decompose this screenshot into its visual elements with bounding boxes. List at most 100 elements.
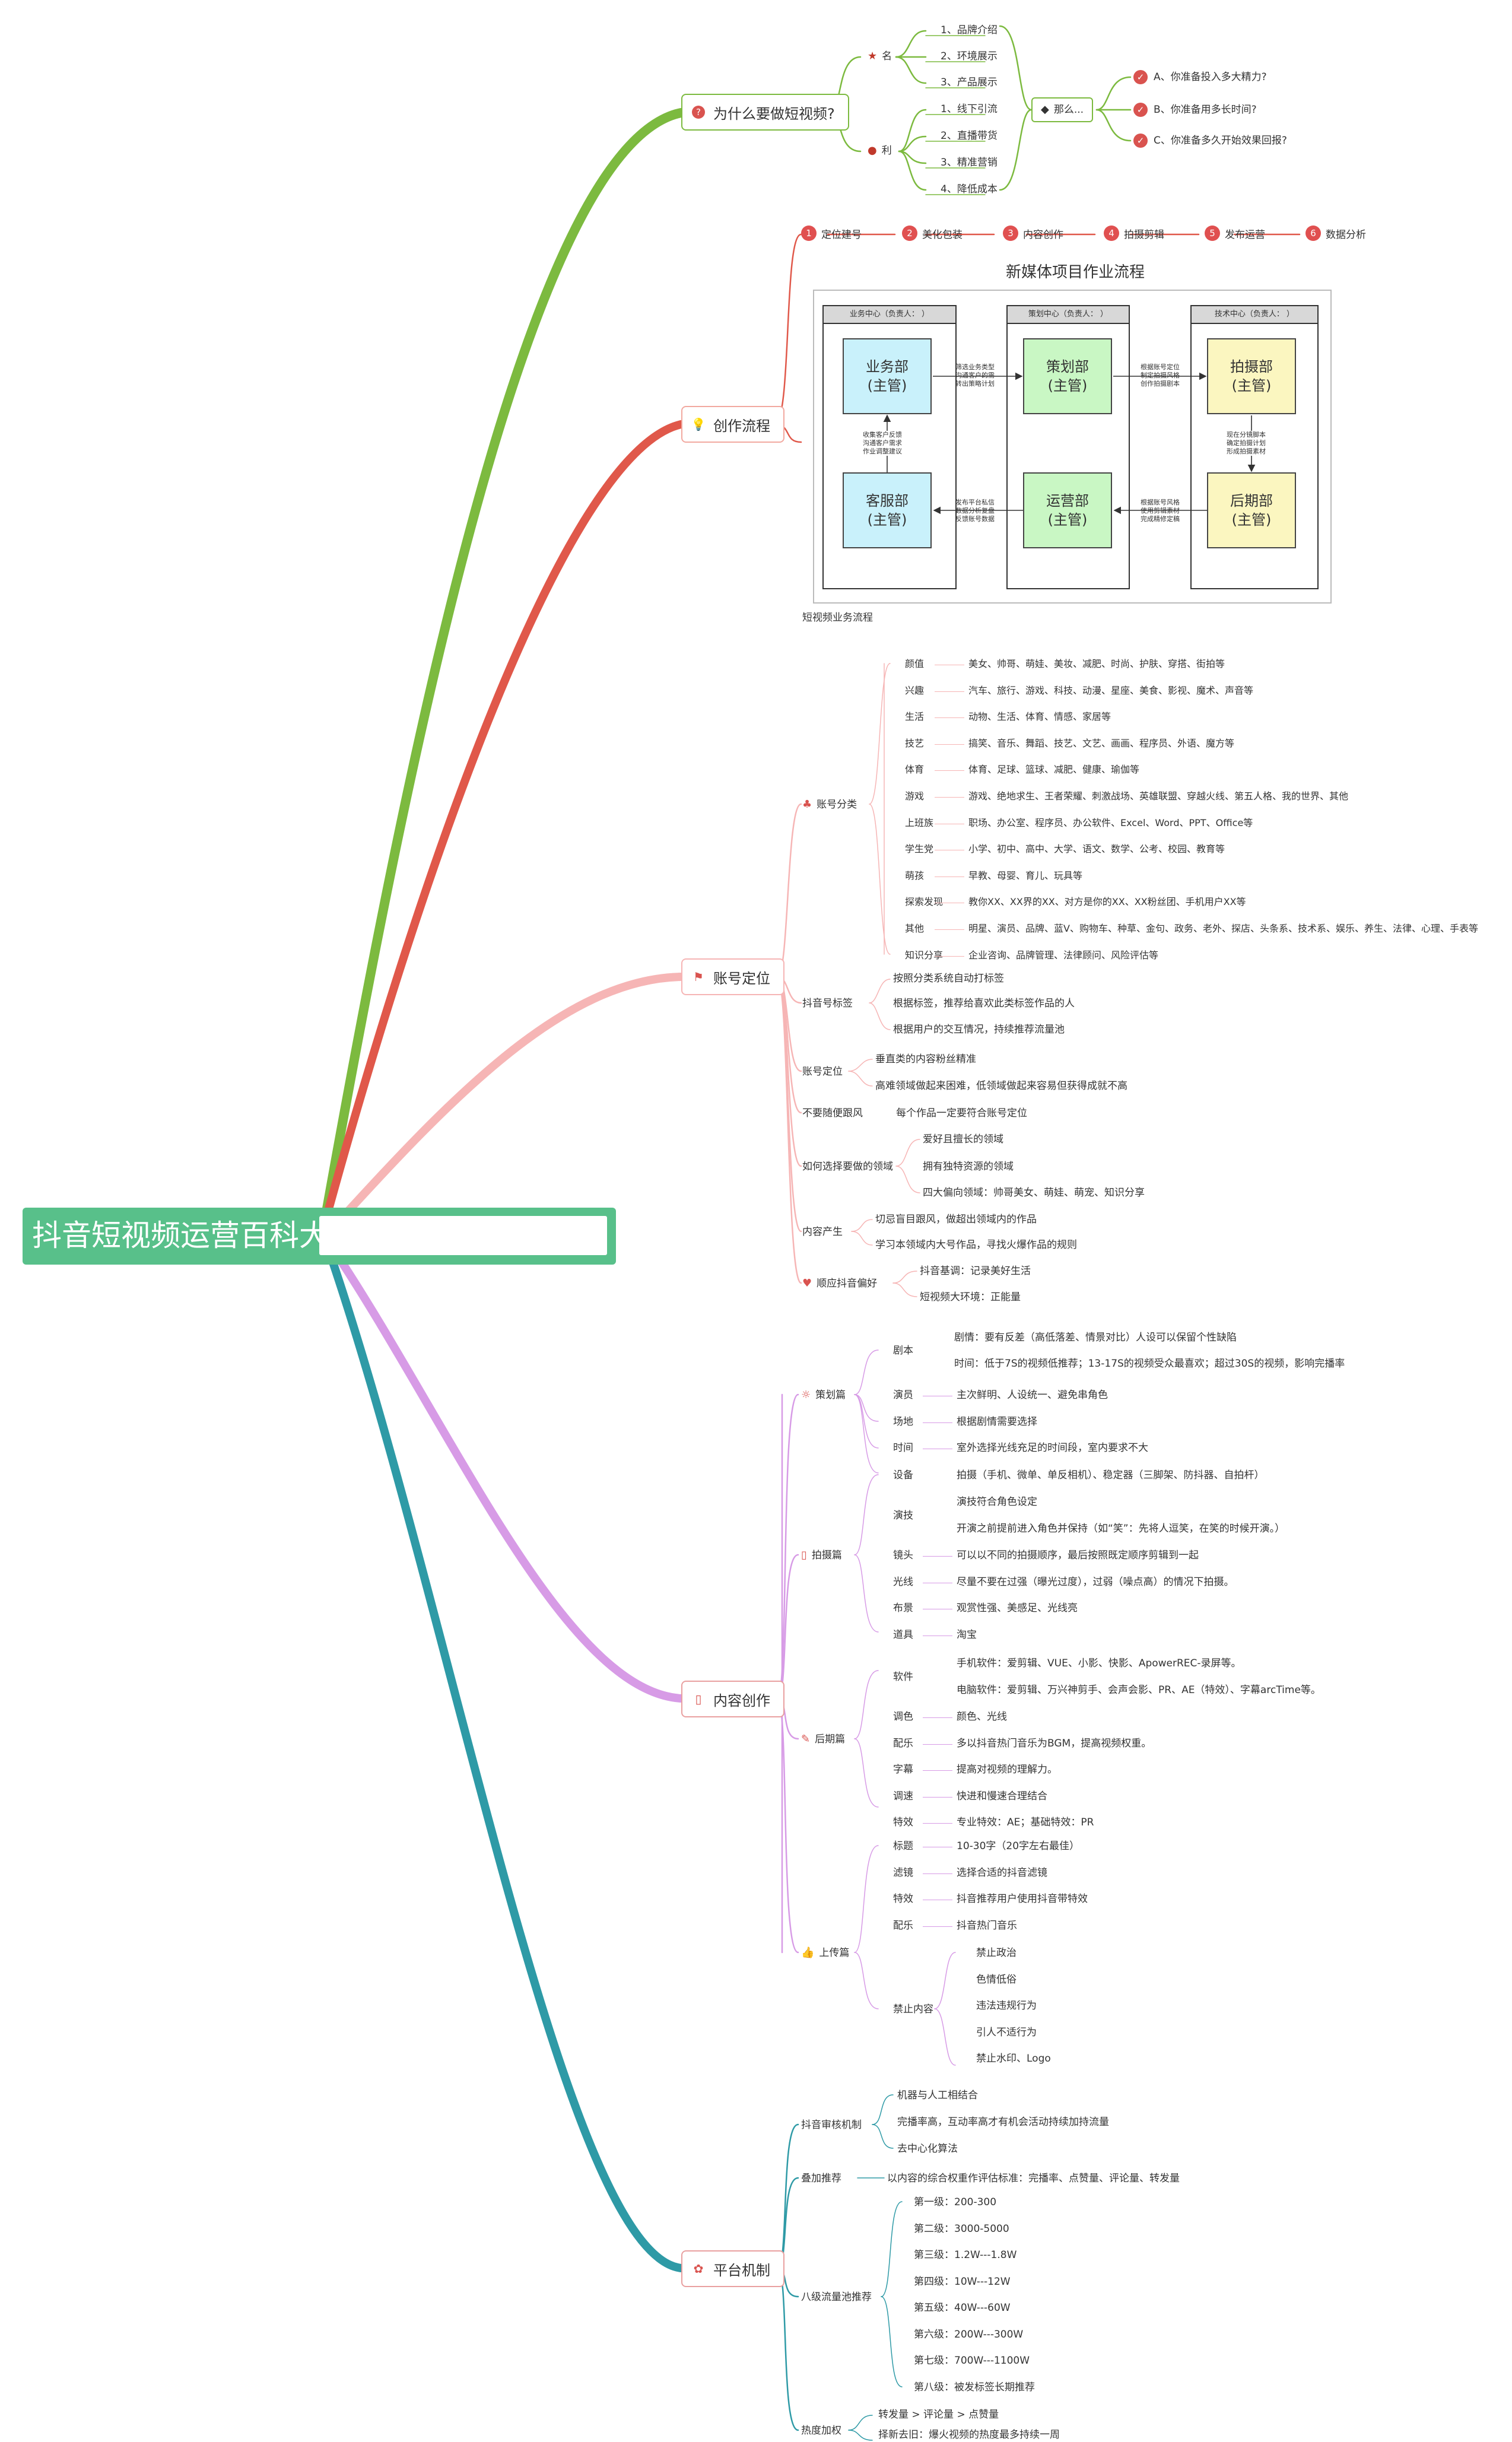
pool-level[interactable]: 第一级：200-300: [914, 2196, 997, 2208]
platform-stack-topic[interactable]: 叠加推荐: [801, 2173, 841, 2184]
category-detail[interactable]: 教你XX、XX界的XX、对方是你的XX、XX粉丝团、手机用户XX等: [968, 896, 1246, 908]
account-tags-item[interactable]: 根据标签，推荐给喜欢此类标签作品的人: [893, 998, 1075, 1009]
account-position-item[interactable]: 垂直类的内容粉丝精准: [875, 1053, 976, 1065]
shoot-act-item[interactable]: 开演之前提前进入角色并保持（如“笑”：先将人逗笑，在笑的时候开演。）: [957, 1523, 1285, 1535]
banned-item[interactable]: 引人不适行为: [976, 2026, 1037, 2038]
topic-li-item[interactable]: 4、降低成本: [941, 183, 998, 195]
shoot-row-value[interactable]: 淘宝: [957, 1628, 977, 1641]
account-hobby-item[interactable]: 抖音基调：记录美好生活: [920, 1265, 1031, 1277]
topic-ming[interactable]: ★名: [868, 50, 892, 62]
platform-pools-topic[interactable]: 八级流量池推荐: [801, 2291, 872, 2303]
account-choose-topic[interactable]: 如何选择要做的领域: [802, 1161, 893, 1173]
topic-why[interactable]: ? 为什么要做短视频?: [681, 94, 849, 131]
post-row-value[interactable]: 提高对视频的理解力。: [957, 1764, 1057, 1776]
account-produce-item[interactable]: 学习本领域内大号作品，寻找火爆作品的规则: [875, 1239, 1077, 1251]
flow-diagram[interactable]: 业务中心（负责人： ） 策划中心（负责人： ） 技术中心（负责人： ） 业务部(…: [813, 290, 1332, 604]
pool-level[interactable]: 第三级：1.2W---1.8W: [914, 2249, 1017, 2261]
category-name[interactable]: 技艺: [905, 737, 925, 749]
account-tags-topic[interactable]: 抖音号标签: [802, 998, 853, 1009]
category-name[interactable]: 萌孩: [905, 869, 925, 881]
category-name[interactable]: 知识分享: [905, 949, 944, 961]
category-detail[interactable]: 明星、演员、品牌、蓝V、购物车、种草、金句、政务、老外、探店、头条系、技术系、娱…: [968, 923, 1478, 934]
platform-stack-item[interactable]: 以内容的综合权重作评估标准：完播率、点赞量、评论量、转发量: [887, 2173, 1180, 2184]
post-software-topic[interactable]: 软件: [893, 1671, 913, 1683]
post-row-value[interactable]: 颜色、光线: [957, 1711, 1007, 1723]
topic-li-item[interactable]: 3、精准营销: [941, 157, 998, 169]
post-software-item[interactable]: 电脑软件：爱剪辑、万兴神剪手、会声会影、PR、AE（特效）、字幕arcTime等…: [957, 1684, 1321, 1696]
content-shoot-topic[interactable]: ▯拍摄篇: [801, 1549, 842, 1561]
content-post-topic[interactable]: ✎后期篇: [801, 1733, 846, 1745]
platform-review-topic[interactable]: 抖音审核机制: [801, 2119, 862, 2131]
account-hobby-item[interactable]: 短视频大环境：正能量: [920, 1291, 1021, 1303]
shoot-row-label[interactable]: 道具: [893, 1628, 913, 1641]
shoot-device-value[interactable]: 拍摄（手机、微单、单反相机）、稳定器（三脚架、防抖器、自拍杆）: [957, 1469, 1265, 1481]
category-detail[interactable]: 体育、足球、篮球、减肥、健康、瑜伽等: [968, 764, 1140, 776]
content-upload-topic[interactable]: 👍上传篇: [801, 1946, 850, 1959]
upload-row-value[interactable]: 选择合适的抖音滤镜: [957, 1866, 1047, 1879]
pool-level[interactable]: 第八级：被发标签长期推荐: [914, 2381, 1035, 2393]
platform-heat-item[interactable]: 择新去旧：爆火视频的热度最多持续一周: [878, 2429, 1060, 2441]
then-question[interactable]: ✓B、你准备用多长时间?: [1133, 103, 1257, 117]
shoot-row-value[interactable]: 观赏性强、美感足、光线亮: [957, 1602, 1078, 1614]
dept-shooting[interactable]: 拍摄部(主管): [1207, 338, 1296, 414]
account-choose-item[interactable]: 爱好且擅长的领域: [923, 1133, 1003, 1145]
plan-row-label[interactable]: 场地: [893, 1415, 913, 1428]
category-name[interactable]: 学生党: [905, 843, 934, 855]
post-software-item[interactable]: 手机软件：爱剪辑、VUE、小影、快影、ApowerREC-录屏等。: [957, 1657, 1241, 1669]
category-name[interactable]: 其他: [905, 923, 925, 934]
content-plan-topic[interactable]: ☼策划篇: [801, 1389, 846, 1401]
banned-item[interactable]: 禁止政治: [976, 1947, 1017, 1959]
category-detail[interactable]: 早教、母婴、育儿、玩具等: [968, 869, 1083, 881]
upload-row-label[interactable]: 标题: [893, 1840, 913, 1852]
topic-ming-item[interactable]: 3、产品展示: [941, 77, 998, 88]
dept-operations[interactable]: 运营部(主管): [1023, 472, 1112, 548]
pool-level[interactable]: 第四级：10W---12W: [914, 2275, 1011, 2288]
pool-level[interactable]: 第五级：40W---60W: [914, 2302, 1011, 2314]
pool-level[interactable]: 第二级：3000-5000: [914, 2222, 1009, 2235]
topic-then[interactable]: ◆那么...: [1031, 97, 1094, 122]
pool-level[interactable]: 第七级：700W---1100W: [914, 2355, 1030, 2367]
account-position-item[interactable]: 高难领域做起来困难，低领域做起来容易但获得成就不高: [875, 1080, 1127, 1092]
plan-script-topic[interactable]: 剧本: [893, 1345, 913, 1357]
post-row-label[interactable]: 配乐: [893, 1737, 913, 1749]
account-no-follow-topic[interactable]: 不要随便跟风: [802, 1107, 863, 1119]
platform-review-item[interactable]: 完播率高，互动率高才有机会活动持续加持流量: [897, 2116, 1109, 2128]
category-detail[interactable]: 小学、初中、高中、大学、语文、数学、公考、校园、教育等: [968, 843, 1225, 855]
topic-account[interactable]: ⚑ 账号定位: [681, 958, 784, 995]
shoot-act-topic[interactable]: 演技: [893, 1510, 913, 1522]
category-detail[interactable]: 汽车、旅行、游戏、科技、动漫、星座、美食、影视、魔术、声音等: [968, 684, 1254, 696]
plan-row-label[interactable]: 时间: [893, 1442, 913, 1454]
account-produce-topic[interactable]: 内容产生: [802, 1226, 843, 1238]
post-row-label[interactable]: 调速: [893, 1790, 913, 1802]
plan-row-value[interactable]: 主次鲜明、人设统一、避免串角色: [957, 1389, 1108, 1401]
category-name[interactable]: 颜值: [905, 658, 925, 669]
shoot-row-value[interactable]: 尽量不要在过强（曝光过度），过弱（噪点高）的情况下拍摄。: [957, 1576, 1234, 1588]
category-detail[interactable]: 动物、生活、体育、情感、家居等: [968, 711, 1111, 723]
account-choose-item[interactable]: 四大偏向领域：帅哥美女、萌娃、萌宠、知识分享: [923, 1187, 1145, 1199]
post-row-label[interactable]: 特效: [893, 1817, 913, 1828]
banned-item[interactable]: 禁止水印、Logo: [976, 2053, 1051, 2065]
root-topic[interactable]: 抖音短视频运营百科大全: [23, 1208, 616, 1265]
shoot-row-label[interactable]: 光线: [893, 1576, 913, 1588]
topic-ming-item[interactable]: 1、品牌介绍: [941, 24, 998, 36]
shoot-act-item[interactable]: 演技符合角色设定: [957, 1496, 1037, 1508]
upload-row-value[interactable]: 抖音推荐用户使用抖音带特效: [957, 1893, 1088, 1905]
dept-customer-service[interactable]: 客服部(主管): [843, 472, 932, 548]
dept-business[interactable]: 业务部(主管): [843, 338, 932, 414]
dept-post-production[interactable]: 后期部(主管): [1207, 472, 1296, 548]
plan-row-value[interactable]: 根据剧情需要选择: [957, 1415, 1037, 1428]
banned-item[interactable]: 色情低俗: [976, 1973, 1017, 1986]
platform-heat-topic[interactable]: 热度加权: [801, 2425, 841, 2437]
root-topic-editor[interactable]: [319, 1216, 607, 1255]
shoot-device-label[interactable]: 设备: [893, 1469, 913, 1481]
plan-script-item[interactable]: 时间：低于7S的视频低推荐；13-17S的视频受众最喜欢；超过30S的视频，影响…: [954, 1358, 1345, 1370]
upload-row-value[interactable]: 10-30字（20字左右最佳）: [957, 1840, 1080, 1852]
post-row-label[interactable]: 调色: [893, 1711, 913, 1723]
topic-flow[interactable]: 💡 创作流程: [681, 406, 784, 443]
account-no-follow-item[interactable]: 每个作品一定要符合账号定位: [896, 1107, 1027, 1119]
